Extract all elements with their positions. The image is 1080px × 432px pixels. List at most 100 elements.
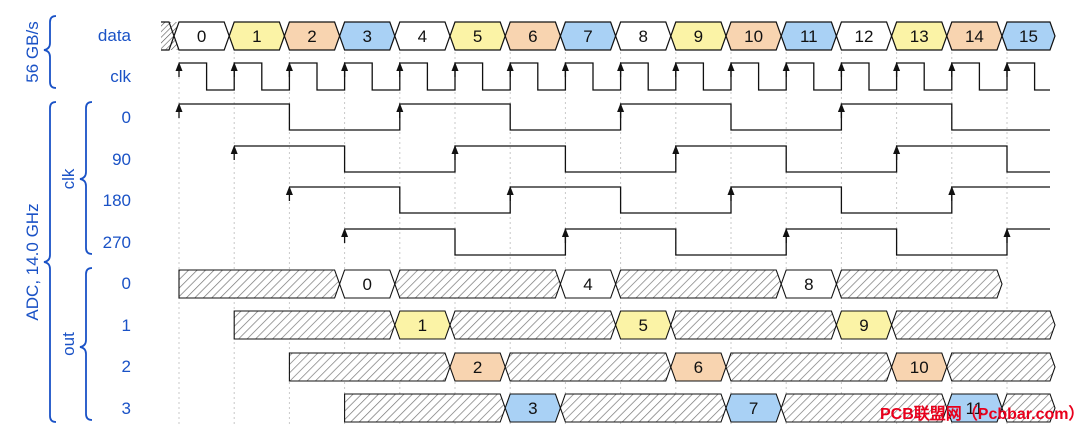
data-word-label: 8 <box>638 27 647 46</box>
phase-rising-edge-arrow-head <box>175 103 183 112</box>
output-word-label: 1 <box>418 316 427 335</box>
phase-rising-edge-arrow-head <box>451 145 459 154</box>
phase-rising-edge-arrow-head <box>727 186 735 195</box>
clk-rising-edge-arrow-head <box>561 62 569 71</box>
signal-label-out-1: 1 <box>122 316 131 335</box>
signal-label-out-0: 0 <box>122 274 131 293</box>
output-word-label: 6 <box>694 358 703 377</box>
phase-rising-edge-arrow-head <box>230 145 238 154</box>
data-word-label: 6 <box>528 27 537 46</box>
signal-label-out-3: 3 <box>122 399 131 418</box>
output-invalid-window <box>559 393 727 423</box>
output-word-label: 11 <box>966 399 984 418</box>
watermark: PCB联盟网（Pcbbar.com） <box>880 406 1080 423</box>
output-invalid-window <box>835 269 1003 299</box>
clk-rising-edge-arrow-head <box>948 62 956 71</box>
output-invalid-window <box>233 310 396 340</box>
data-word-label: 2 <box>307 27 316 46</box>
output-word-label: 7 <box>749 399 758 418</box>
output-invalid-window <box>178 269 341 299</box>
clk-rising-edge-arrow-head <box>396 62 404 71</box>
signal-labels: data clk 0 90 180 270 0 1 2 3 <box>98 26 132 418</box>
group-label-adc: ADC, 14.0 GHz <box>23 203 42 320</box>
signal-label-phase-180: 180 <box>103 191 131 210</box>
data-start-hatch <box>161 22 179 50</box>
group-brackets <box>43 15 93 423</box>
clk-rising-edge-arrow-head <box>727 62 735 71</box>
clk-rising-edge-arrow-head <box>175 62 183 71</box>
data-word-label: 3 <box>362 27 371 46</box>
clk-rising-edge-arrow-head <box>893 62 901 71</box>
output-invalid-window <box>615 269 782 299</box>
output-invalid-window <box>891 310 1056 340</box>
data-word-label: 1 <box>252 27 261 46</box>
data-word-label: 7 <box>583 27 592 46</box>
phase-rising-edge-arrow-head <box>506 186 514 195</box>
group-label-out: out <box>59 332 78 356</box>
output-word-label: 8 <box>804 275 813 294</box>
data-word-label: 11 <box>800 27 818 46</box>
data-word-label: 10 <box>744 27 763 46</box>
data-word-label: 15 <box>1019 27 1038 46</box>
clk-rising-edge-arrow-head <box>285 62 293 71</box>
output-word-label: 2 <box>473 358 482 377</box>
phase-rising-edge-arrow-head <box>285 186 293 195</box>
signal-label-clk: clk <box>110 67 131 86</box>
data-word-label: 4 <box>418 27 427 46</box>
signal-label-phase-0: 0 <box>122 108 131 127</box>
output-word-label: 9 <box>859 316 868 335</box>
signal-label-phase-270: 270 <box>103 233 131 252</box>
phase-rising-edge-arrow-head <box>1003 228 1011 237</box>
output-invalid-window <box>288 352 451 382</box>
clk-rising-edge-arrow-head <box>506 62 514 71</box>
phase-rising-edge-arrow-head <box>837 103 845 112</box>
output-invalid-window <box>670 310 837 340</box>
data-word-label: 12 <box>855 27 874 46</box>
output-invalid-window <box>394 269 561 299</box>
output-invalid-window <box>1001 393 1056 423</box>
clk-waveform <box>179 62 1050 91</box>
output-invalid-window <box>449 310 617 340</box>
phase-rising-edge-arrow-head <box>396 103 404 112</box>
signal-label-data: data <box>98 26 132 45</box>
output-word-label: 3 <box>528 399 537 418</box>
data-word-label: 14 <box>965 27 984 46</box>
output-word-label: 5 <box>638 316 647 335</box>
data-word-label: 13 <box>910 27 929 46</box>
output-lane-rows: 0 4 8 1 5 9 2 6 10 3 7 11 <box>178 269 1056 423</box>
output-word-label: 4 <box>583 275 592 294</box>
signal-label-out-2: 2 <box>122 357 131 376</box>
phase-rising-edge-arrow-head <box>561 228 569 237</box>
data-word-cell <box>1001 21 1056 51</box>
phase-rising-edge-arrow-head <box>893 145 901 154</box>
clk-rising-edge-arrow-head <box>672 62 680 71</box>
output-invalid-window <box>946 352 1056 382</box>
group-label-data-rate: 56 GB/s <box>23 21 42 82</box>
clk-waveform-row <box>175 62 1050 91</box>
phase-clock-waveform <box>289 186 1050 214</box>
output-word-label: 10 <box>910 358 929 377</box>
output-invalid-window <box>504 352 672 382</box>
clk-rising-edge-arrow-head <box>617 62 625 71</box>
phase-clock-waveform <box>344 228 1050 256</box>
clk-rising-edge-arrow-head <box>451 62 459 71</box>
bracket-clk <box>79 101 93 255</box>
data-word-label: 9 <box>694 27 703 46</box>
phase-rising-edge-arrow-head <box>948 186 956 195</box>
clk-rising-edge-arrow-head <box>782 62 790 71</box>
clk-rising-edge-arrow-head <box>230 62 238 71</box>
clock-phase-rows <box>175 103 1050 256</box>
bracket-adc <box>43 101 57 423</box>
phase-rising-edge-arrow-head <box>617 103 625 112</box>
phase-rising-edge-arrow-head <box>341 228 349 237</box>
output-word-label: 0 <box>362 275 371 294</box>
data-word-label: 5 <box>473 27 482 46</box>
output-invalid-window <box>725 352 893 382</box>
phase-clock-waveform <box>179 103 1050 131</box>
clk-rising-edge-arrow-head <box>1003 62 1011 71</box>
signal-label-phase-90: 90 <box>112 150 131 169</box>
phase-rising-edge-arrow-head <box>672 145 680 154</box>
bracket-out <box>79 267 93 421</box>
